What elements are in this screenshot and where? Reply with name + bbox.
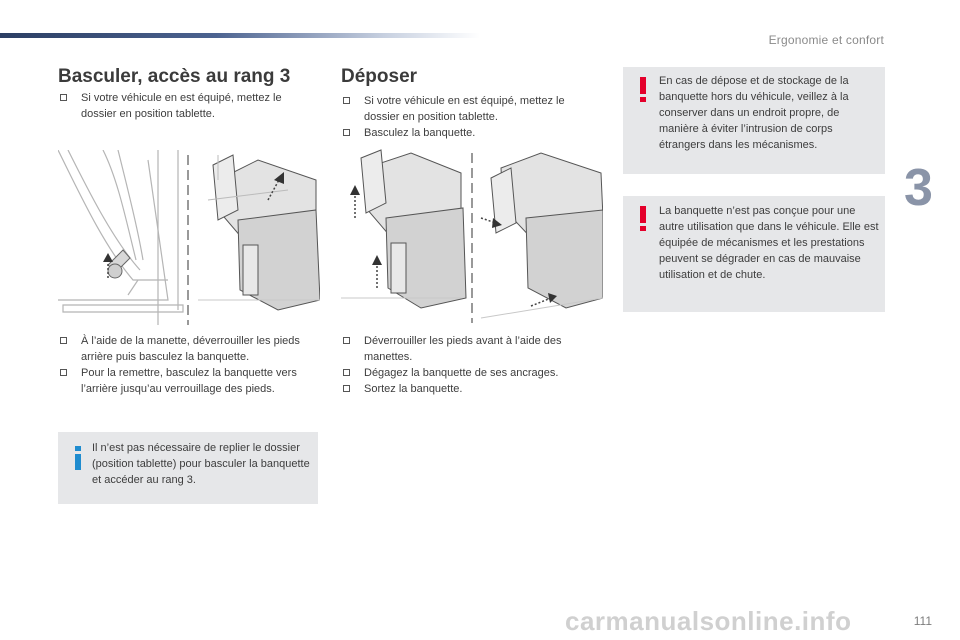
warning-text-storage: En cas de dépose et de stockage de la ba… (659, 75, 849, 151)
header-bar (0, 33, 480, 38)
info-text: Il n’est pas nécessaire de replier le do… (92, 442, 310, 486)
warning-box-storage: En cas de dépose et de stockage de la ba… (623, 67, 885, 174)
warning-text-usage: La banquette n’est pas conçue pour une a… (659, 205, 879, 281)
middle-title: Déposer (341, 66, 418, 87)
page-number: 111 (913, 614, 932, 628)
chapter-number: 3 (904, 159, 933, 217)
checkbox-bullet-icon (60, 337, 67, 344)
left-title: Basculer, accès au rang 3 (58, 66, 291, 87)
list-item: Dégagez la banquette de ses ancrages. (341, 365, 603, 381)
section-title: Ergonomie et confort (768, 33, 884, 47)
list-item: Si votre véhicule en est équipé, mettez … (58, 90, 320, 122)
watermark: carmanualsonline.info (565, 606, 852, 636)
checkbox-bullet-icon (343, 129, 350, 136)
left-steps-list: À l’aide de la manette, déverrouiller le… (58, 333, 320, 397)
checkbox-bullet-icon (60, 94, 67, 101)
warning-box-usage: La banquette n’est pas conçue pour une a… (623, 196, 885, 312)
checkbox-bullet-icon (343, 97, 350, 104)
list-item: Si votre véhicule en est équipé, mettez … (341, 93, 603, 125)
warning-icon (640, 77, 646, 102)
list-item: À l’aide de la manette, déverrouiller le… (58, 333, 320, 365)
checkbox-bullet-icon (343, 337, 350, 344)
middle-intro-list: Si votre véhicule en est équipé, mettez … (341, 93, 603, 141)
checkbox-bullet-icon (343, 385, 350, 392)
illustration-tilt (58, 150, 320, 325)
list-item: Déverrouiller les pieds avant à l’aide d… (341, 333, 603, 365)
info-box: Il n’est pas nécessaire de replier le do… (58, 432, 318, 504)
list-item: Pour la remettre, basculez la banquette … (58, 365, 320, 397)
list-item: Basculez la banquette. (341, 125, 603, 141)
warning-icon (640, 206, 646, 231)
middle-steps-list: Déverrouiller les pieds avant à l’aide d… (341, 333, 603, 397)
checkbox-bullet-icon (343, 369, 350, 376)
list-item: Sortez la banquette. (341, 381, 603, 397)
left-intro-list: Si votre véhicule en est équipé, mettez … (58, 90, 320, 122)
checkbox-bullet-icon (60, 369, 67, 376)
info-icon (75, 446, 81, 470)
illustration-remove (341, 149, 603, 323)
